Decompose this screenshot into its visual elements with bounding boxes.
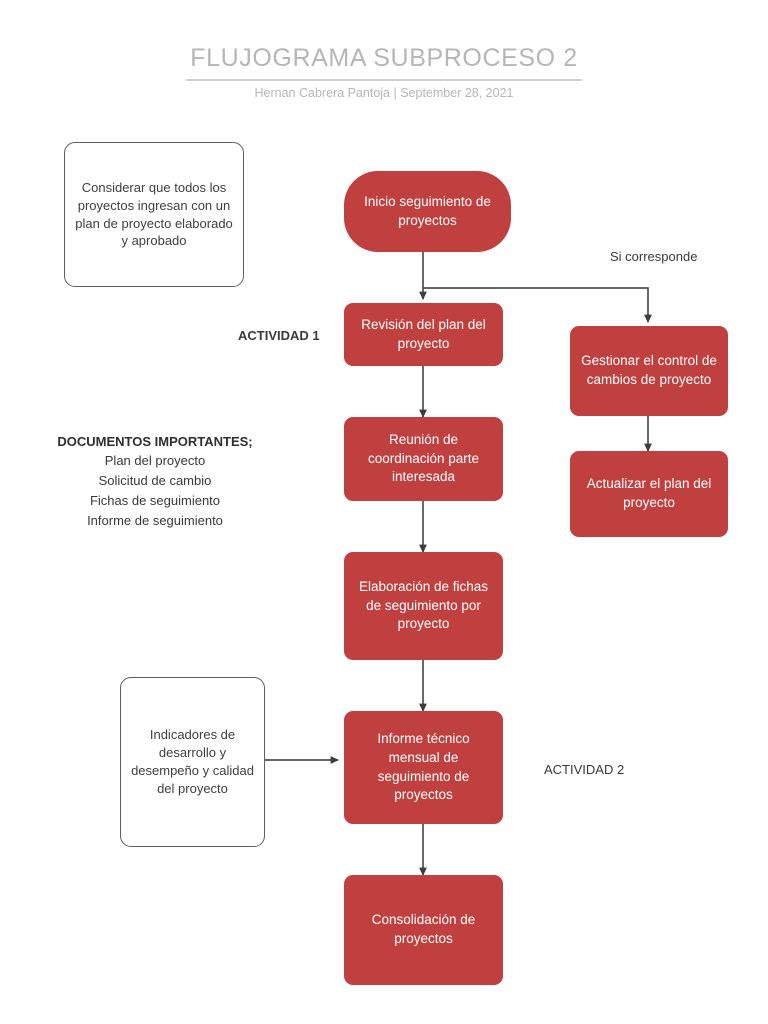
documento-item: Informe de seguimiento: [87, 513, 223, 529]
node-start-seguimiento[interactable]: Inicio seguimiento de proyectos: [344, 171, 511, 252]
documento-item: Fichas de seguimiento: [89, 493, 221, 509]
label-actividad-1: ACTIVIDAD 1: [238, 328, 320, 343]
documento-item: Plan del proyecto: [104, 453, 206, 468]
documento-item: Solicitud de cambio: [98, 473, 212, 489]
page-title: FLUJOGRAMA SUBPROCESO 2: [190, 44, 578, 72]
author-date-byline: Hernan Cabrera Pantoja | September 28, 2…: [254, 86, 514, 100]
node-revision-plan[interactable]: Revisión del plan del proyecto: [344, 303, 503, 366]
note-indicadores-desarrollo: Indicadores de desarrollo y desempeño y …: [120, 677, 265, 847]
node-gestionar-control-cambios[interactable]: Gestionar el control de cambios de proye…: [570, 326, 728, 416]
node-consolidacion-proyectos[interactable]: Consolidación de proyectos: [344, 875, 503, 985]
title-divider: [186, 79, 582, 81]
documentos-importantes-list: DOCUMENTOS IMPORTANTES; Plan del proyect…: [30, 434, 280, 532]
node-elaboracion-fichas[interactable]: Elaboración de fichas de seguimiento por…: [344, 552, 503, 660]
document-header: FLUJOGRAMA SUBPROCESO 2 Hernan Cabrera P…: [0, 0, 768, 120]
documentos-importantes-title: DOCUMENTOS IMPORTANTES;: [57, 434, 253, 449]
note-project-entry-condition: Considerar que todos los proyectos ingre…: [64, 142, 244, 287]
label-actividad-2: ACTIVIDAD 2: [544, 762, 625, 777]
node-actualizar-plan[interactable]: Actualizar el plan del proyecto: [570, 451, 728, 537]
label-si-corresponde: Si corresponde: [610, 249, 698, 264]
node-reunion-coordinacion[interactable]: Reunión de coordinación parte interesada: [344, 417, 503, 501]
node-informe-tecnico-mensual[interactable]: Informe técnico mensual de seguimiento d…: [344, 711, 503, 824]
